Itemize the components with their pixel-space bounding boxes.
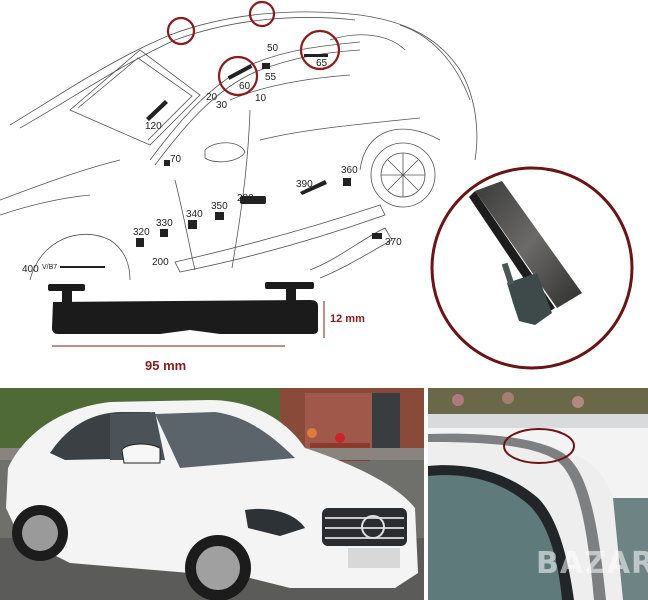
part-number-60: 60 [239, 81, 251, 92]
part-number-400: 400 [22, 264, 39, 275]
clip-width-label: 95 mm [145, 358, 187, 373]
roof-closeup-image [428, 388, 648, 600]
car-line-drawing [0, 0, 478, 280]
part-number-340: 340 [186, 209, 203, 220]
clip-height-label: 12 mm [330, 313, 365, 325]
car-photo [0, 388, 424, 600]
part-number-200: 200 [152, 257, 169, 268]
parts-diagram: 10 20 30 50 55 60 65 70 120 200 280 320 … [0, 0, 648, 280]
part-number-55: 55 [265, 72, 277, 83]
clip-dimension-drawing: 12 mm 95 mm [40, 280, 370, 380]
diagram-caption: V/B7 [42, 264, 58, 271]
part-number-70: 70 [170, 154, 182, 165]
part-number-120: 120 [145, 121, 162, 132]
part-number-50: 50 [267, 43, 279, 54]
car-photo-image [0, 388, 424, 600]
roof-closeup-photo: BAZAR [428, 388, 648, 600]
part-number-10: 10 [255, 93, 267, 104]
part-number-330: 330 [156, 218, 173, 229]
watermark-text: BAZAR [536, 546, 648, 581]
part-number-65: 65 [316, 58, 328, 69]
part-number-30: 30 [216, 100, 228, 111]
clip-closeup-image [430, 166, 634, 370]
part-number-350: 350 [211, 201, 228, 212]
part-number-280: 280 [237, 193, 254, 204]
clip-closeup-callout [427, 163, 637, 373]
part-number-360: 360 [341, 165, 358, 176]
part-number-320: 320 [133, 227, 150, 238]
clip-silhouette [48, 282, 325, 347]
part-number-20: 20 [206, 92, 218, 103]
part-number-370: 370 [385, 237, 402, 248]
part-number-390: 390 [296, 179, 313, 190]
